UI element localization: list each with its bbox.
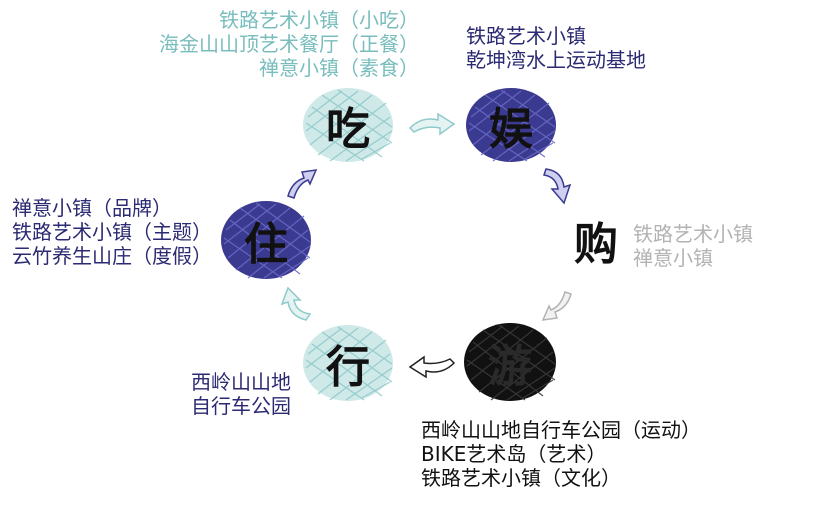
note-eat-3: 禅意小镇（素食） — [259, 56, 419, 80]
notes-transport: 西岭山山地 自行车公园 — [191, 370, 291, 418]
scribble-fill-transport — [303, 325, 393, 401]
note-stay-3: 云竹养生山庄（度假） — [12, 244, 212, 268]
scribble-arrow-icon — [541, 291, 572, 321]
scribble-fill-eat — [303, 88, 393, 162]
node-transport: 行 — [302, 324, 394, 402]
scribble-fill-travel — [464, 323, 556, 401]
node-label-stay: 住 — [244, 219, 288, 270]
node-travel: 游 — [463, 322, 557, 402]
node-eat: 吃 — [302, 87, 394, 163]
note-play-1: 铁路艺术小镇 — [466, 24, 586, 48]
node-shop: 购 — [556, 200, 636, 280]
node-label-play: 娱 — [489, 104, 533, 155]
note-shop-1: 铁路艺术小镇 — [633, 222, 753, 246]
notes-stay: 禅意小镇（品牌） 铁路艺术小镇（主题） 云竹养生山庄（度假） — [12, 196, 212, 268]
node-stay: 住 — [220, 200, 312, 280]
note-travel-3: 铁路艺术小镇（文化） — [421, 466, 621, 490]
note-travel-2: BIKE艺术岛（艺术） — [421, 442, 607, 466]
note-eat-1: 铁路艺术小镇（小吃） — [219, 8, 419, 32]
scribble-fill-stay — [221, 201, 311, 279]
notes-play: 铁路艺术小镇 乾坤湾水上运动基地 — [466, 24, 646, 72]
note-transport-2: 自行车公园 — [191, 394, 291, 418]
notes-eat: 铁路艺术小镇（小吃） 海金山山顶艺术餐厅（正餐） 禅意小镇（素食） — [159, 8, 419, 80]
note-play-2: 乾坤湾水上运动基地 — [466, 48, 646, 72]
scribble-arrow-icon — [408, 355, 456, 379]
scribble-arrow-icon — [543, 168, 572, 205]
node-play: 娱 — [465, 87, 557, 163]
scribble-arrow-icon — [280, 286, 312, 321]
note-stay-1: 禅意小镇（品牌） — [12, 196, 172, 220]
node-label-eat: 吃 — [326, 104, 370, 155]
node-label-shop: 购 — [574, 219, 618, 270]
notes-shop: 铁路艺术小镇 禅意小镇 — [633, 222, 753, 270]
note-stay-2: 铁路艺术小镇（主题） — [12, 220, 212, 244]
node-label-travel: 游 — [488, 341, 532, 392]
note-transport-1: 西岭山山地 — [191, 370, 291, 394]
note-shop-2: 禅意小镇 — [633, 246, 713, 270]
note-travel-1: 西岭山山地自行车公园（运动） — [421, 418, 701, 442]
node-label-transport: 行 — [326, 342, 370, 393]
note-eat-2: 海金山山顶艺术餐厅（正餐） — [159, 32, 419, 56]
scribble-arrow-icon — [287, 169, 318, 199]
scribble-arrow-icon — [408, 112, 456, 136]
notes-travel: 西岭山山地自行车公园（运动） BIKE艺术岛（艺术） 铁路艺术小镇（文化） — [421, 418, 701, 490]
scribble-fill-play — [466, 88, 556, 162]
